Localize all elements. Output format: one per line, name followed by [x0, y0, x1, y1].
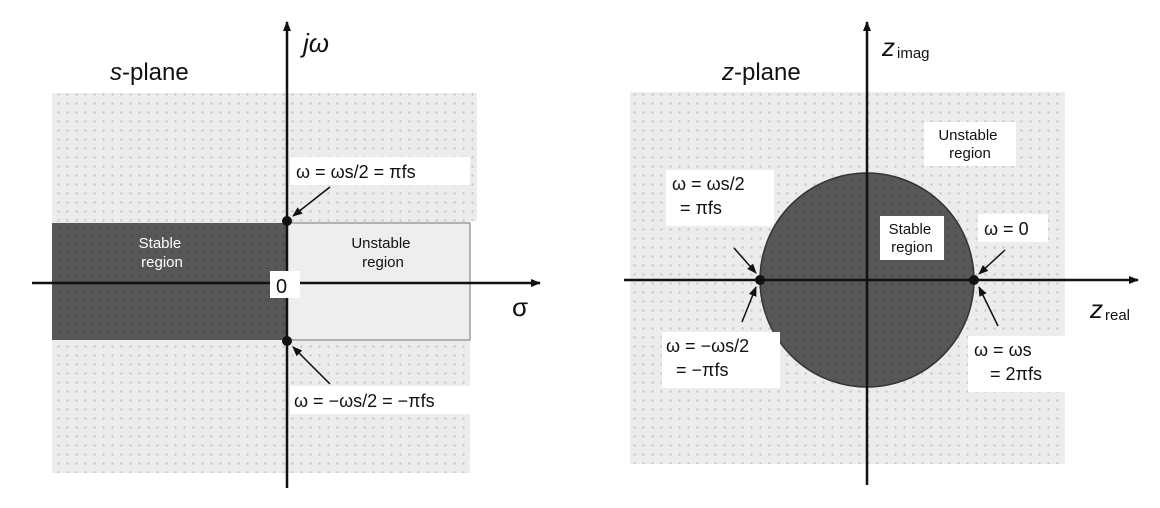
s-plane-lower-marker-label: ω = −ωs/2 = −πfs — [294, 391, 435, 411]
z-plane-left-top-label: ω = ωs/2 = πfs — [672, 174, 750, 218]
z-plane-left-top-arrow — [733, 247, 757, 274]
s-plane-panel: 0 s-plane jω σ Stable region Unstable re… — [32, 21, 541, 488]
s-plane-upper-marker — [282, 216, 292, 226]
s-plane-stable-strip — [52, 223, 287, 340]
s-plane-origin-label: 0 — [276, 276, 287, 298]
z-plane-right-top-arrow — [978, 249, 1006, 275]
z-plane-right-bottom-arrow — [978, 286, 999, 327]
s-plane-lower-arrow — [292, 346, 331, 385]
z-plane-left-bottom-label: ω = −ωs/2 = −πfs — [666, 336, 754, 380]
s-plane-lower-marker — [282, 336, 292, 346]
z-plane-stable-region-label: Stable region — [889, 221, 936, 256]
z-plane-left-bottom-arrow — [741, 286, 757, 323]
z-plane-title: z-plane — [721, 59, 801, 86]
s-plane-stable-region-label: Stable region — [139, 235, 186, 271]
z-plane-right-top-label: ω = 0 — [984, 219, 1029, 239]
s-plane-unstable-strip — [286, 222, 471, 341]
s-plane-unstable-region-label: Unstable region — [351, 235, 414, 271]
z-plane-unstable-region-label: Unstable region — [938, 127, 1001, 162]
z-plane-left-marker — [755, 275, 765, 285]
s-plane-title: s-plane — [110, 59, 189, 86]
z-plane-right-marker — [969, 275, 979, 285]
s-plane-vertical-axis-label: jω — [300, 28, 329, 58]
s-plane-horizontal-axis-label: σ — [512, 292, 528, 322]
s-plane-upper-marker-label: ω = ωs/2 = πfs — [296, 162, 416, 182]
s-plane-upper-arrow — [292, 186, 331, 217]
z-plane-right-bottom-label: ω = ωs = 2πfs — [974, 340, 1042, 384]
